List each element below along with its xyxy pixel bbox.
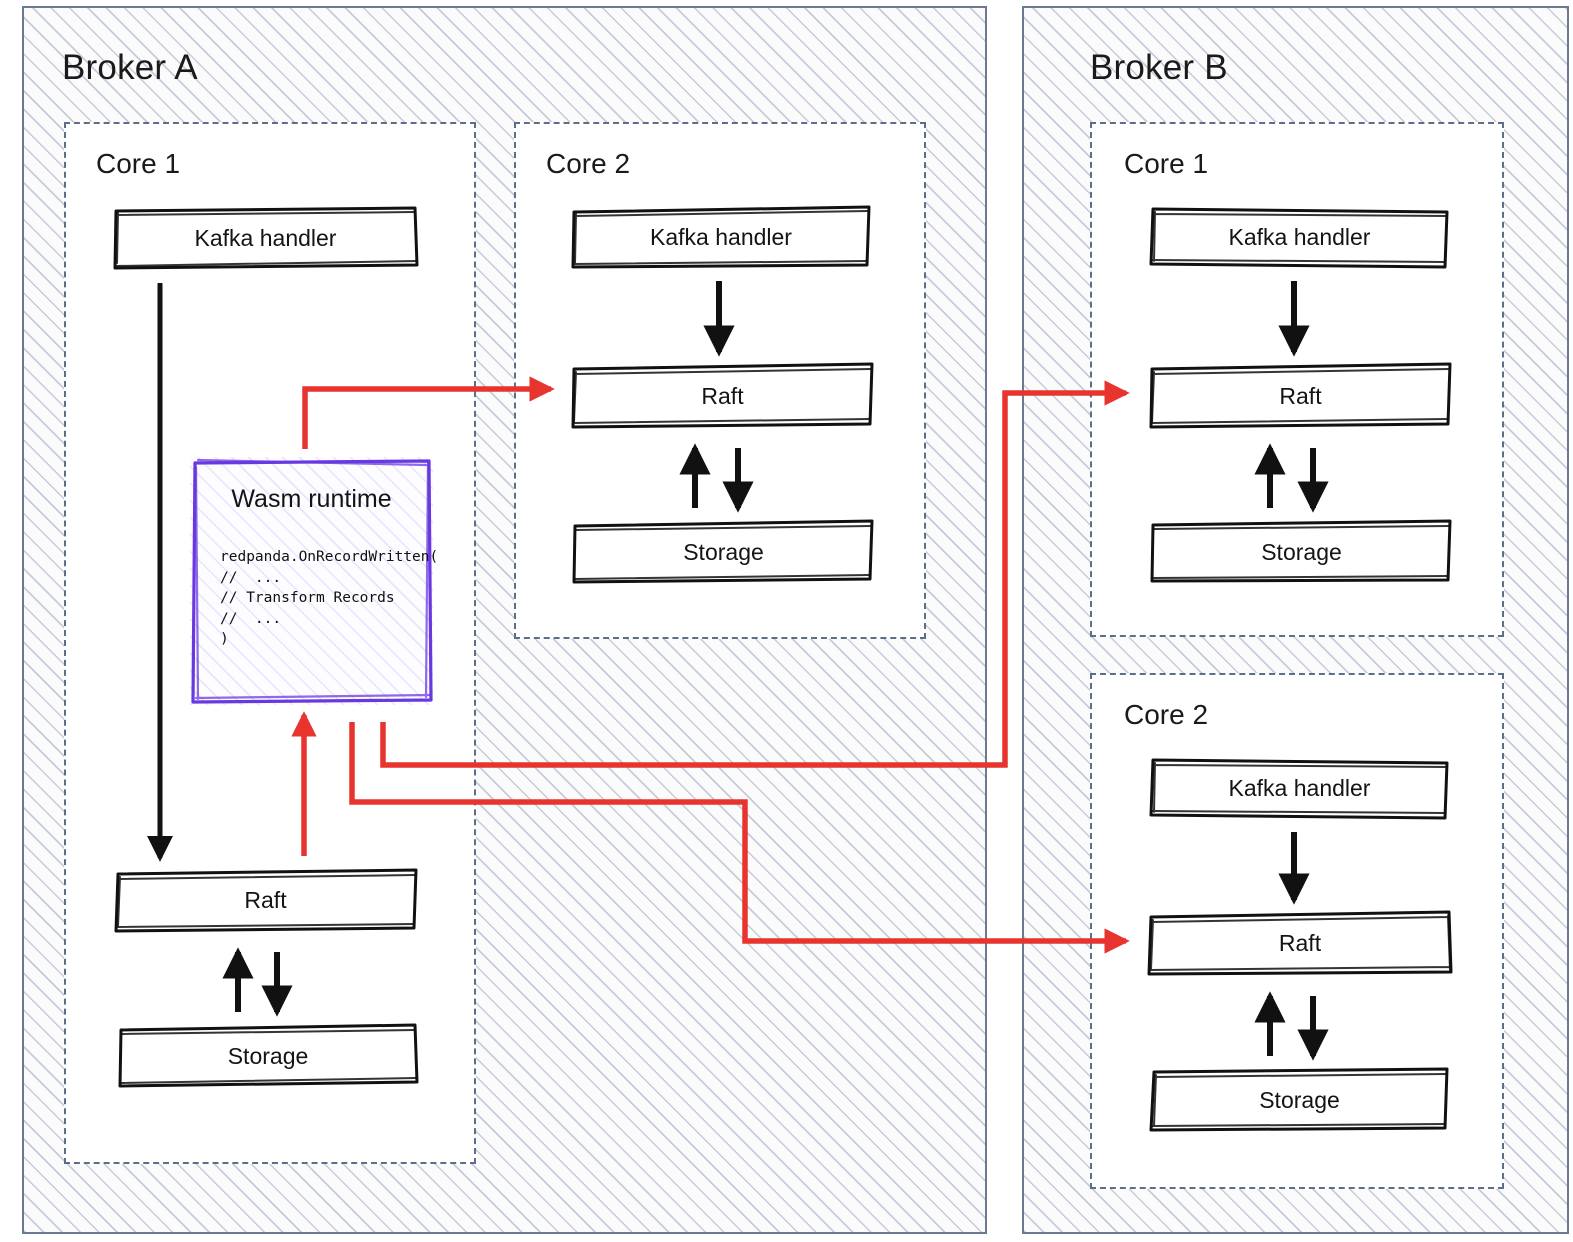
node-bb-c2-raft[interactable]: Raft <box>1146 908 1454 978</box>
broker-b-title: Broker B <box>1090 48 1228 87</box>
broker-b-core-1-title: Core 1 <box>1124 148 1209 179</box>
sketch-rect <box>1150 519 1452 583</box>
node-label: Storage <box>227 1042 309 1069</box>
broker-b-core-2-title: Core 2 <box>1124 699 1209 730</box>
node-label: Raft <box>1278 929 1322 956</box>
node-label: Kafka handler <box>1228 774 1371 801</box>
broker-a-core-2-title: Core 2 <box>546 148 631 179</box>
sketch-rect <box>571 205 871 269</box>
node-bb-c2-storage[interactable]: Storage <box>1148 1066 1451 1134</box>
sketch-rect <box>113 206 419 270</box>
node-label: Storage <box>683 538 764 565</box>
node-bb-c2-kafka-handler[interactable]: Kafka handler <box>1148 754 1451 822</box>
sketch-rect <box>118 1023 419 1088</box>
node-ba-c1-storage[interactable]: Storage <box>118 1022 419 1090</box>
node-label: Storage <box>1259 1086 1340 1113</box>
wasm-runtime-title: Wasm runtime <box>231 485 392 513</box>
broker-a-core-1-title: Core 1 <box>96 148 181 179</box>
node-label: Kafka handler <box>650 223 792 250</box>
node-ba-c2-raft[interactable]: Raft <box>570 362 875 430</box>
node-label: Kafka handler <box>1228 223 1371 250</box>
node-label: Storage <box>1261 538 1342 565</box>
wasm-runtime-box[interactable]: Wasm runtime redpanda.OnRecordWritten( /… <box>190 457 438 705</box>
node-bb-c1-kafka-handler[interactable]: Kafka handler <box>1148 203 1451 271</box>
sketch-rect <box>1147 910 1453 976</box>
node-label: Kafka handler <box>194 224 337 251</box>
sketch-rect <box>1149 207 1449 269</box>
node-ba-c1-kafka-handler[interactable]: Kafka handler <box>113 205 419 271</box>
node-ba-c1-raft[interactable]: Raft <box>113 866 418 934</box>
node-bb-c1-storage[interactable]: Storage <box>1150 518 1453 586</box>
node-label: Raft <box>1279 382 1322 409</box>
wasm-runtime-code: redpanda.OnRecordWritten( // ... // Tran… <box>220 549 439 648</box>
node-ba-c2-kafka-handler[interactable]: Kafka handler <box>570 203 872 271</box>
sketch-rect <box>1149 362 1452 429</box>
node-ba-c2-storage[interactable]: Storage <box>572 518 875 586</box>
node-label: Raft <box>701 382 744 409</box>
sketch-rect <box>1149 1067 1449 1132</box>
node-label: Raft <box>244 886 287 913</box>
node-bb-c1-raft[interactable]: Raft <box>1148 362 1453 430</box>
broker-a-title: Broker A <box>62 48 198 87</box>
sketch-rect <box>1149 758 1449 820</box>
